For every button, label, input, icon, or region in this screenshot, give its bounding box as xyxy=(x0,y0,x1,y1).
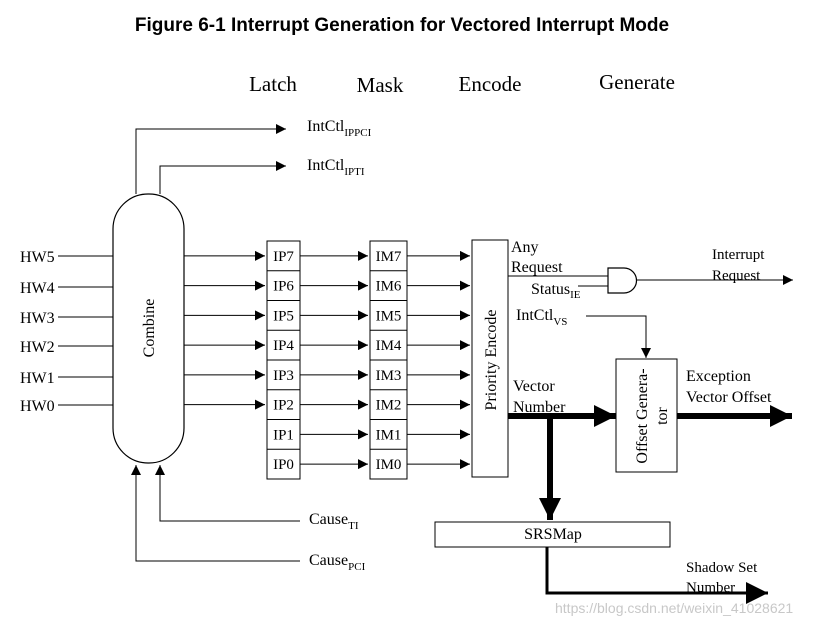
intctl-ipti-arrow xyxy=(159,161,286,194)
offset-generator-label-line2: tor xyxy=(654,406,671,424)
status-ie-label: StatusIE xyxy=(531,281,581,301)
vector-number-label-line2: Number xyxy=(513,399,566,416)
hw-input-label: HW2 xyxy=(20,339,55,356)
ip-register: IP2 xyxy=(273,398,294,414)
ip-register: IP0 xyxy=(273,457,294,473)
watermark-text: https://blog.csdn.net/weixin_41028621 xyxy=(555,600,793,616)
interrupt-request-label-line1: Interrupt xyxy=(712,247,765,263)
shadow-set-number-arrow xyxy=(545,547,768,604)
hw-input-label: HW3 xyxy=(20,310,55,327)
intctl-vs-label: IntCtlVS xyxy=(516,307,567,328)
hw-input-label: HW0 xyxy=(20,398,55,415)
intctl-ippci-label: IntCtlIPPCI xyxy=(307,118,372,139)
ip-register: IP5 xyxy=(273,308,294,324)
combine-block xyxy=(112,193,185,464)
intctl-ippci-arrow xyxy=(135,124,286,194)
ip-register: IP1 xyxy=(273,427,294,443)
interrupt-request-label-line2: Request xyxy=(712,268,761,284)
ip-register: IP4 xyxy=(273,338,294,354)
srsmap-block xyxy=(434,521,671,548)
im-register: IM5 xyxy=(376,308,402,324)
priority-encode-label: Priority Encode xyxy=(483,310,500,411)
hw-input-label: HW4 xyxy=(20,280,55,297)
srsmap-label: SRSMap xyxy=(524,526,582,543)
im-register: IM0 xyxy=(376,457,402,473)
im-to-encoder-lines xyxy=(407,250,470,470)
any-request-label-line2: Request xyxy=(511,259,563,276)
offset-generator-label-line1: Offset Genera- xyxy=(634,368,651,463)
combine-to-ip-lines xyxy=(184,250,265,410)
stage-generate-label: Generate xyxy=(599,70,675,94)
ip-register: IP6 xyxy=(273,279,294,295)
shadow-set-number-label-line2: Number xyxy=(686,580,735,596)
stage-mask-label: Mask xyxy=(357,73,404,97)
offset-generator-block xyxy=(615,358,678,473)
ip-register: IP7 xyxy=(273,249,294,265)
im-register: IM4 xyxy=(376,338,402,354)
shadow-set-number-label-line1: Shadow Set xyxy=(686,560,758,576)
figure-title: Figure 6-1 Interrupt Generation for Vect… xyxy=(135,15,669,36)
and-gate xyxy=(607,267,638,294)
intctl-vs-arrow xyxy=(586,315,651,358)
ip-to-im-lines xyxy=(300,250,368,470)
exception-vector-offset-label-line2: Vector Offset xyxy=(686,389,772,406)
cause-pci-arrow xyxy=(131,465,300,562)
im-register: IM6 xyxy=(376,279,402,295)
cause-ti-label: CauseTI xyxy=(309,511,359,532)
im-register: IM7 xyxy=(376,249,402,265)
vector-number-label-line1: Vector xyxy=(513,378,555,395)
exception-vector-offset-label-line1: Exception xyxy=(686,368,751,385)
ip-register: IP3 xyxy=(273,368,294,384)
im-register: IM2 xyxy=(376,398,402,414)
im-register: IM1 xyxy=(376,427,402,443)
intctl-ipti-label: IntCtlIPTI xyxy=(307,157,365,178)
priority-encode-block xyxy=(471,239,509,478)
stage-encode-label: Encode xyxy=(459,72,522,96)
combine-label: Combine xyxy=(141,299,158,358)
hw-input-label: HW1 xyxy=(20,370,55,387)
any-request-label-line1: Any xyxy=(511,239,539,256)
im-register: IM3 xyxy=(376,368,402,384)
stage-latch-label: Latch xyxy=(249,72,297,96)
cause-ti-arrow xyxy=(155,465,300,522)
hw-input-label: HW5 xyxy=(20,249,55,266)
cause-pci-label: CausePCI xyxy=(309,552,366,573)
